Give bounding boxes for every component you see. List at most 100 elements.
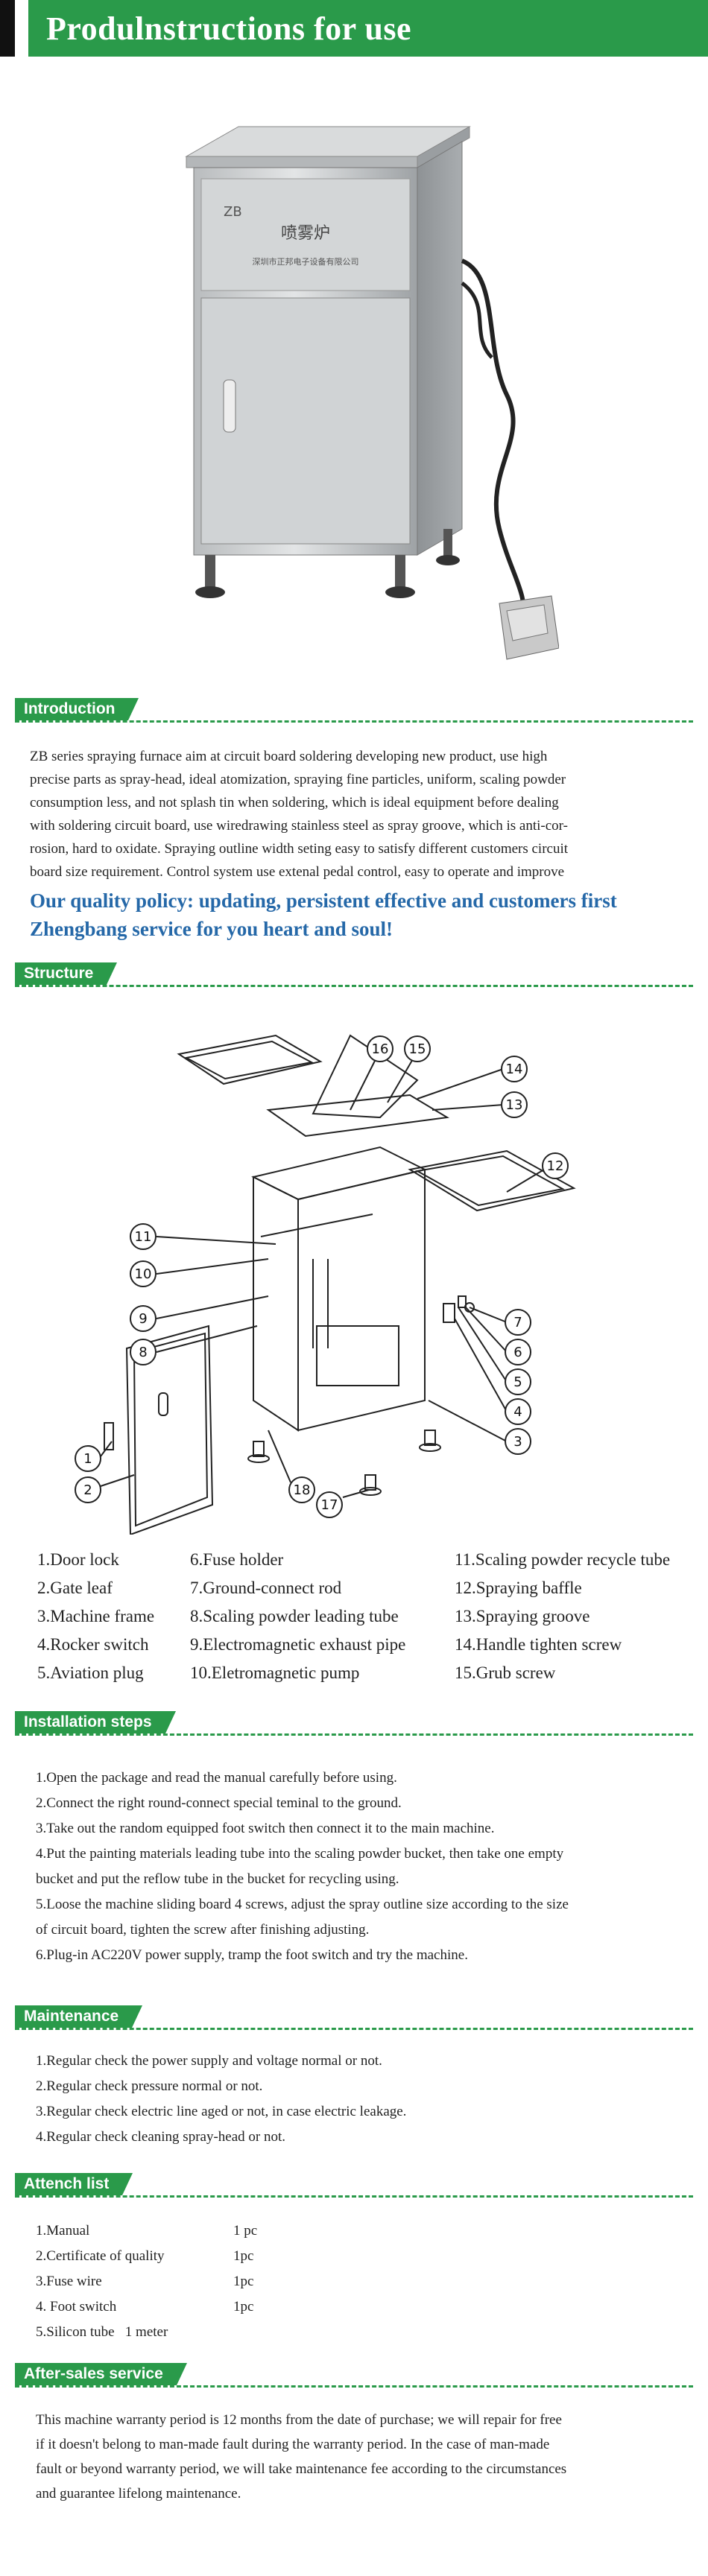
- callout-7: 7: [513, 1315, 522, 1330]
- attach-row: 2.Certificate of quality 1pc: [36, 2244, 483, 2269]
- section-divider: [15, 1733, 693, 1736]
- policy-line: Our quality policy: updating, persistent…: [30, 889, 617, 912]
- callout-14: 14: [506, 1062, 523, 1077]
- section-installation: Installation steps: [15, 1710, 693, 1736]
- maintenance-line: 2.Regular check pressure normal or not.: [36, 2078, 263, 2094]
- part-label: 7.Ground-connect rod: [190, 1579, 342, 1597]
- parts-row: 3.Machine frame 8.Scaling powder leading…: [37, 1602, 693, 1631]
- section-heading-maintenance: Maintenance: [15, 2005, 143, 2028]
- part-label: 6.Fuse holder: [190, 1550, 284, 1569]
- section-attach: Attench list: [15, 2171, 693, 2198]
- parts-list: 1.Door lock 6.Fuse holder 11.Scaling pow…: [37, 1546, 693, 1687]
- intro-line: consumption less, and not splash tin whe…: [30, 795, 559, 810]
- attach-qty: 1pc: [233, 2248, 254, 2264]
- maintenance-line: 3.Regular check electric line aged or no…: [36, 2104, 407, 2119]
- attach-item: 4. Foot switch: [36, 2299, 117, 2315]
- attach-item: 2.Certificate of quality: [36, 2248, 165, 2264]
- part-label: 3.Machine frame: [37, 1607, 155, 1625]
- aftersales-line: if it doesn't belong to man-made fault d…: [36, 2437, 550, 2452]
- attach-qty: 1pc: [233, 2299, 254, 2315]
- attach-row: 5.Silicon tube 1 meter: [36, 2320, 483, 2345]
- quality-policy: Our quality policy: updating, persistent…: [30, 886, 693, 943]
- section-structure: Structure: [15, 961, 693, 988]
- callout-2: 2: [83, 1482, 92, 1498]
- attach-row: 1.Manual 1 pc: [36, 2218, 483, 2244]
- section-divider: [15, 720, 693, 723]
- maintenance-line: 1.Regular check the power supply and vol…: [36, 2053, 382, 2069]
- section-divider: [15, 2195, 693, 2198]
- part-label: 4.Rocker switch: [37, 1635, 149, 1654]
- panel-text: 喷雾炉: [281, 224, 330, 243]
- attach-item: 1.Manual: [36, 2223, 90, 2239]
- section-heading-structure: Structure: [15, 962, 118, 985]
- callout-10: 10: [135, 1266, 152, 1282]
- intro-line: ZB series spraying furnace aim at circui…: [30, 749, 548, 764]
- section-heading-aftersales: After-sales service: [15, 2363, 187, 2385]
- step-line: 6.Plug-in AC220V power supply, tramp the…: [36, 1947, 468, 1963]
- step-line: of circuit board, tighten the screw afte…: [36, 1922, 370, 1938]
- part-label: 11.Scaling powder recycle tube: [455, 1550, 671, 1569]
- intro-line: precise parts as spray-head, ideal atomi…: [30, 772, 566, 787]
- aftersales-line: fault or beyond warranty period, we will…: [36, 2461, 567, 2477]
- maintenance-list: 1.Regular check the power supply and vol…: [36, 2049, 692, 2150]
- banner-black-block: [0, 0, 15, 57]
- callout-9: 9: [139, 1311, 147, 1327]
- introduction-text: ZB series spraying furnace aim at circui…: [30, 745, 686, 883]
- part-label: 5.Aviation plug: [37, 1663, 144, 1682]
- section-heading-introduction: Introduction: [15, 698, 140, 720]
- section-heading-attach: Attench list: [15, 2173, 133, 2195]
- attach-item: 3.Fuse wire: [36, 2274, 102, 2289]
- parts-row: 1.Door lock 6.Fuse holder 11.Scaling pow…: [37, 1546, 693, 1574]
- attach-row: 4. Foot switch 1pc: [36, 2294, 483, 2320]
- attach-item: 5.Silicon tube 1 meter: [36, 2324, 168, 2340]
- section-introduction: Introduction: [15, 697, 693, 723]
- callout-1: 1: [83, 1451, 92, 1467]
- part-label: 2.Gate leaf: [37, 1579, 113, 1597]
- callout-17: 17: [321, 1497, 338, 1513]
- callout-13: 13: [506, 1097, 523, 1113]
- attach-list: 1.Manual 1 pc 2.Certificate of quality 1pc…: [36, 2218, 483, 2345]
- callout-6: 6: [513, 1345, 522, 1360]
- section-divider: [15, 2385, 693, 2388]
- banner-green-bar: Produlnstructions for use: [28, 0, 708, 57]
- part-label: 13.Spraying groove: [455, 1607, 590, 1625]
- title-banner: Produlnstructions for use: [0, 0, 708, 57]
- part-label: 10.Eletromagnetic pump: [190, 1663, 360, 1682]
- policy-line: Zhengbang service for you heart and soul…: [30, 918, 393, 940]
- callout-11: 11: [135, 1229, 152, 1245]
- attach-qty: 1pc: [233, 2274, 254, 2289]
- section-heading-installation: Installation steps: [15, 1711, 176, 1733]
- part-label: 12.Spraying baffle: [455, 1579, 582, 1597]
- attach-qty: 1 pc: [233, 2223, 258, 2239]
- step-line: 3.Take out the random equipped foot swit…: [36, 1821, 495, 1836]
- parts-row: 2.Gate leaf 7.Ground-connect rod 12.Spra…: [37, 1574, 693, 1602]
- callout-4: 4: [513, 1404, 522, 1420]
- attach-row: 3.Fuse wire 1pc: [36, 2269, 483, 2294]
- part-label: 14.Handle tighten screw: [455, 1635, 622, 1654]
- intro-line: rosion, hard to oxidate. Spraying outlin…: [30, 841, 569, 857]
- part-label: 9.Electromagnetic exhaust pipe: [190, 1635, 406, 1654]
- aftersales-text: This machine warranty period is 12 month…: [36, 2408, 684, 2506]
- intro-line: with soldering circuit board, use wiredr…: [30, 818, 568, 834]
- part-label: 15.Grub screw: [455, 1663, 556, 1682]
- maintenance-line: 4.Regular check cleaning spray-head or n…: [36, 2129, 286, 2145]
- part-label: 1.Door lock: [37, 1550, 119, 1569]
- callout-16: 16: [372, 1041, 389, 1057]
- step-line: 1.Open the package and read the manual c…: [36, 1770, 397, 1786]
- callout-5: 5: [513, 1374, 522, 1390]
- step-line: 5.Loose the machine sliding board 4 scre…: [36, 1897, 569, 1912]
- section-maintenance: Maintenance: [15, 2004, 693, 2031]
- intro-line: board size requirement. Control system u…: [30, 864, 565, 880]
- step-line: 2.Connect the right round-connect specia…: [36, 1795, 402, 1811]
- parts-row: 5.Aviation plug 10.Eletromagnetic pump 1…: [37, 1659, 693, 1687]
- part-label: 8.Scaling powder leading tube: [190, 1607, 399, 1625]
- section-divider: [15, 2028, 693, 2030]
- callout-3: 3: [513, 1434, 522, 1450]
- callout-18: 18: [294, 1482, 311, 1498]
- logo-mark: ZB: [224, 204, 242, 220]
- parts-row: 4.Rocker switch 9.Electromagnetic exhaus…: [37, 1631, 693, 1659]
- page-title: Produlnstructions for use: [46, 10, 412, 47]
- section-aftersales: After-sales service: [15, 2361, 693, 2388]
- step-line: 4.Put the painting materials leading tub…: [36, 1846, 564, 1862]
- panel-subtext: 深圳市正邦电子设备有限公司: [253, 256, 359, 267]
